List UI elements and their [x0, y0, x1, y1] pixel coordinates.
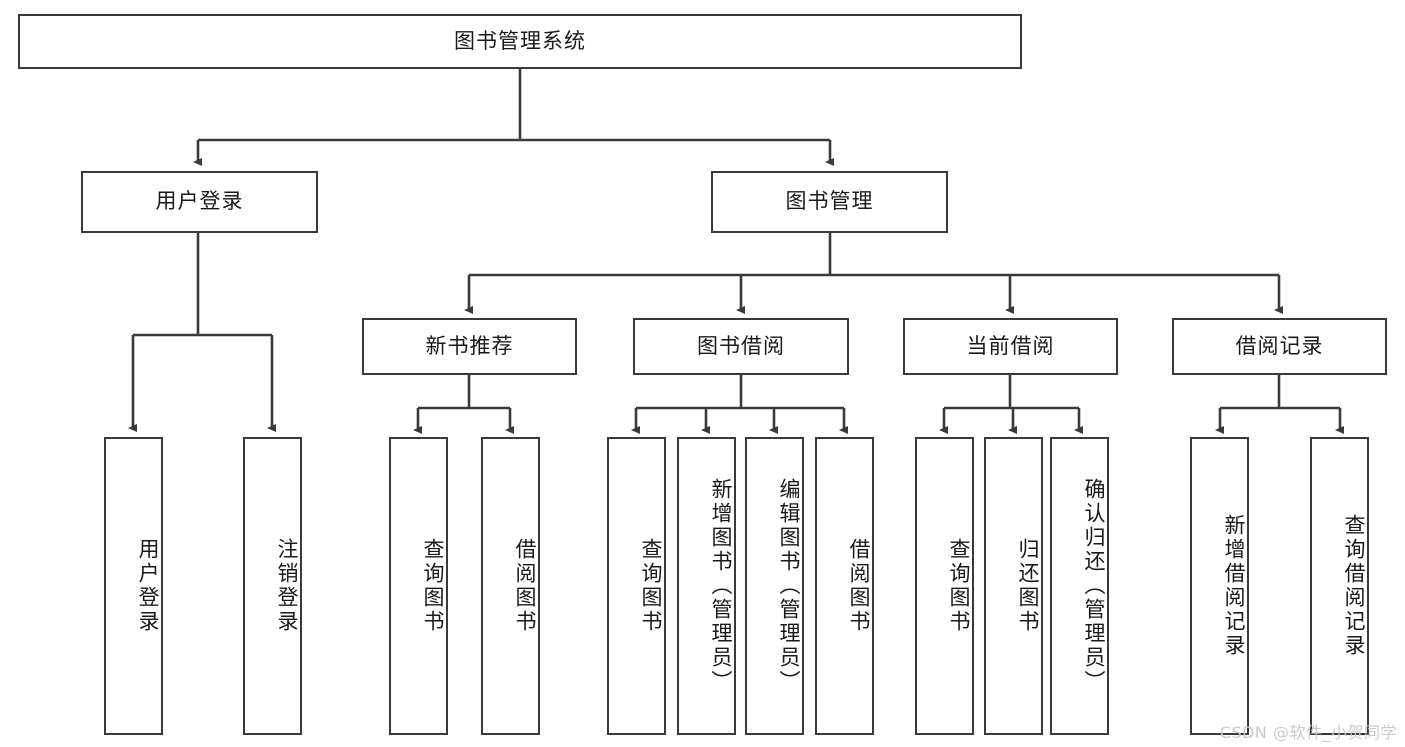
leaf-user-login-signin[interactable]: 用户登录 — [104, 437, 163, 735]
node-current-borrow[interactable]: 当前借阅 — [903, 318, 1118, 375]
leaf-label: 确认归还（管理员） — [1082, 478, 1106, 694]
csdn-watermark: CSDN @软件_小贺同学 — [1219, 723, 1397, 742]
node-new-book-recommend-label: 新书推荐 — [425, 333, 514, 358]
leaf-label: 查询图书 — [947, 538, 971, 634]
leaf-borrow-edit-book-admin[interactable]: 编辑图书（管理员） — [745, 437, 804, 735]
leaf-current-query-book[interactable]: 查询图书 — [915, 437, 974, 735]
node-user-login[interactable]: 用户登录 — [81, 171, 318, 233]
leaf-label: 归还图书 — [1016, 538, 1040, 634]
leaf-label: 查询图书 — [639, 538, 663, 634]
leaf-current-confirm-return-admin[interactable]: 确认归还（管理员） — [1050, 437, 1109, 735]
leaf-label: 编辑图书（管理员） — [777, 478, 801, 694]
leaf-label: 查询借阅记录 — [1342, 514, 1366, 658]
leaf-borrow-borrow-book[interactable]: 借阅图书 — [815, 437, 874, 735]
node-book-management[interactable]: 图书管理 — [711, 171, 948, 233]
node-borrow-record[interactable]: 借阅记录 — [1172, 318, 1387, 375]
leaf-label: 新增借阅记录 — [1222, 514, 1246, 658]
node-book-borrow-label: 图书借阅 — [697, 333, 785, 358]
leaf-label: 注销登录 — [275, 538, 299, 634]
leaf-record-add-record[interactable]: 新增借阅记录 — [1190, 437, 1249, 735]
node-root[interactable]: 图书管理系统 — [18, 14, 1022, 69]
node-book-management-label: 图书管理 — [785, 189, 874, 214]
node-new-book-recommend[interactable]: 新书推荐 — [362, 318, 577, 375]
leaf-label: 新增图书（管理员） — [709, 478, 733, 694]
node-root-label: 图书管理系统 — [454, 28, 586, 53]
leaf-label: 借阅图书 — [847, 538, 871, 634]
leaf-record-query-record[interactable]: 查询借阅记录 — [1310, 437, 1369, 735]
leaf-recommend-borrow-book[interactable]: 借阅图书 — [481, 437, 540, 735]
node-current-borrow-label: 当前借阅 — [966, 333, 1055, 358]
leaf-label: 借阅图书 — [513, 538, 537, 634]
leaf-current-return-book[interactable]: 归还图书 — [984, 437, 1043, 735]
leaf-borrow-query-book[interactable]: 查询图书 — [607, 437, 666, 735]
leaf-user-login-signout[interactable]: 注销登录 — [243, 437, 302, 735]
node-book-borrow[interactable]: 图书借阅 — [633, 318, 849, 375]
leaf-label: 查询图书 — [421, 538, 445, 634]
leaf-borrow-add-book-admin[interactable]: 新增图书（管理员） — [677, 437, 736, 735]
node-borrow-record-label: 借阅记录 — [1235, 333, 1324, 358]
leaf-label: 用户登录 — [136, 538, 160, 634]
leaf-recommend-query-book[interactable]: 查询图书 — [389, 437, 448, 735]
node-user-login-label: 用户登录 — [155, 189, 244, 214]
